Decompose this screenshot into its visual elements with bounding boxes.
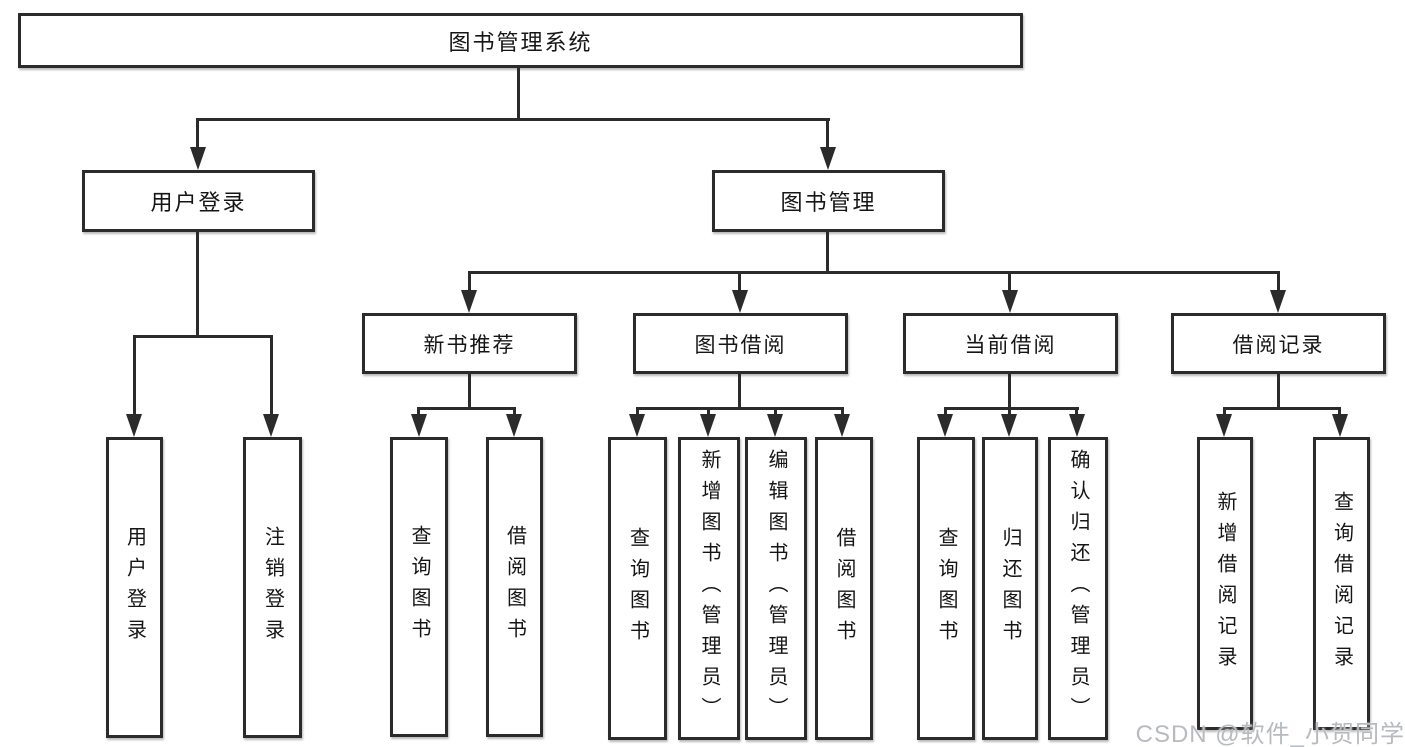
connector-drop-book-borrow bbox=[738, 271, 741, 292]
connector-root-stem bbox=[517, 68, 520, 120]
connector-drop-current-borrow bbox=[1008, 271, 1011, 292]
connector-drop-recommend-query bbox=[417, 407, 420, 416]
connector-drop-new-book-recommend bbox=[468, 271, 471, 292]
node-borrow-edit-books-admin: 编辑图书（管理员） bbox=[745, 437, 807, 740]
node-label: 借阅记录 bbox=[1232, 333, 1325, 357]
arrowhead-current-borrow bbox=[1002, 290, 1018, 313]
connector-drop-current-query bbox=[944, 407, 947, 416]
node-label: 用户登录 bbox=[150, 190, 247, 215]
node-borrow-add-books-admin: 新增图书（管理员） bbox=[678, 437, 740, 740]
node-current-borrow: 当前借阅 bbox=[903, 313, 1118, 374]
node-leaf-logout-login: 注销登录 bbox=[243, 437, 302, 738]
connector-drop-book-management bbox=[826, 118, 829, 148]
node-label: 注销登录 bbox=[261, 525, 284, 650]
arrowhead-records-add bbox=[1216, 414, 1232, 437]
node-label: 编辑图书（管理员） bbox=[765, 449, 787, 728]
node-label: 查询图书 bbox=[935, 526, 957, 651]
arrowhead-current-query bbox=[937, 414, 953, 437]
connector-drop-current-return bbox=[1008, 407, 1011, 416]
node-borrow-records: 借阅记录 bbox=[1171, 313, 1386, 374]
connector-drop-records-add bbox=[1223, 407, 1226, 416]
node-records-add-record: 新增借阅记录 bbox=[1197, 437, 1253, 730]
arrowhead-borrow-borrow bbox=[834, 414, 850, 437]
node-label: 图书借阅 bbox=[694, 333, 787, 357]
connector-drop-borrow-records bbox=[1277, 271, 1280, 292]
connector-records-stem bbox=[1277, 374, 1280, 410]
arrowhead-new-book-recommend bbox=[461, 290, 477, 313]
node-recommend-query-books: 查询图书 bbox=[390, 437, 448, 737]
node-label: 当前借阅 bbox=[964, 333, 1057, 357]
arrowhead-leaf-logout bbox=[263, 414, 279, 437]
node-borrow-borrow-books: 借阅图书 bbox=[815, 437, 873, 740]
connector-drop-leaf-user-login bbox=[133, 335, 136, 417]
node-leaf-user-login: 用户登录 bbox=[106, 437, 163, 738]
node-label: 新增借阅记录 bbox=[1214, 490, 1236, 677]
csdn-watermark: CSDN @软件_小贺同学 bbox=[1135, 721, 1405, 747]
node-label: 新书推荐 bbox=[423, 333, 516, 357]
node-current-query-books: 查询图书 bbox=[917, 437, 975, 740]
connector-drop-borrow-query bbox=[636, 407, 639, 416]
node-records-query-record: 查询借阅记录 bbox=[1313, 437, 1370, 730]
connector-drop-user-login bbox=[196, 118, 199, 148]
connector-current-stem bbox=[1008, 374, 1011, 410]
connector-drop-borrow-add bbox=[707, 407, 710, 416]
arrowhead-borrow-edit bbox=[767, 414, 783, 437]
connector-level2-rail bbox=[196, 118, 830, 121]
node-label: 查询借阅记录 bbox=[1330, 490, 1353, 677]
connector-drop-borrow-borrow bbox=[841, 407, 844, 416]
connector-borrow-stem bbox=[738, 374, 741, 410]
connector-user-login-stem bbox=[196, 232, 199, 338]
arrowhead-book-borrow bbox=[732, 290, 748, 313]
node-label: 查询图书 bbox=[408, 525, 430, 649]
node-borrow-query-books: 查询图书 bbox=[608, 437, 667, 740]
connector-drop-current-confirm bbox=[1075, 407, 1078, 416]
connector-records-rail bbox=[1223, 407, 1341, 410]
node-label: 用户登录 bbox=[123, 525, 146, 650]
node-label: 新增图书（管理员） bbox=[698, 449, 720, 728]
arrowhead-recommend-borrow bbox=[506, 414, 522, 437]
node-book-management: 图书管理 bbox=[712, 170, 945, 232]
arrowhead-book-management bbox=[820, 147, 836, 170]
node-label: 借阅图书 bbox=[503, 525, 526, 649]
connector-borrow-rail bbox=[636, 407, 843, 410]
node-recommend-borrow-books: 借阅图书 bbox=[486, 437, 543, 737]
arrowhead-user-login bbox=[190, 147, 206, 170]
arrowhead-current-return bbox=[1001, 414, 1017, 437]
node-label: 借阅图书 bbox=[833, 526, 855, 651]
arrowhead-borrow-query bbox=[629, 414, 645, 437]
arrowhead-leaf-user-login bbox=[126, 414, 142, 437]
node-new-book-recommend: 新书推荐 bbox=[362, 313, 577, 374]
connector-recommend-stem bbox=[468, 374, 471, 410]
node-current-return-books: 归还图书 bbox=[982, 437, 1038, 740]
node-library-management-system: 图书管理系统 bbox=[18, 13, 1023, 68]
connector-drop-recommend-borrow bbox=[513, 407, 516, 416]
connector-level3-rail bbox=[468, 271, 1280, 274]
node-label: 查询图书 bbox=[626, 526, 649, 651]
node-book-borrow: 图书借阅 bbox=[633, 313, 848, 374]
node-label: 图书管理系统 bbox=[448, 29, 593, 55]
arrowhead-current-confirm bbox=[1069, 414, 1085, 437]
connector-current-rail bbox=[944, 407, 1079, 410]
connector-user-login-rail bbox=[133, 335, 273, 338]
connector-drop-leaf-logout bbox=[270, 335, 273, 417]
node-current-confirm-return-admin: 确认归还（管理员） bbox=[1048, 437, 1108, 740]
arrowhead-borrow-add bbox=[700, 414, 716, 437]
connector-drop-borrow-edit bbox=[774, 407, 777, 416]
node-user-login: 用户登录 bbox=[82, 170, 315, 232]
node-label: 归还图书 bbox=[999, 526, 1021, 651]
arrowhead-borrow-records bbox=[1270, 290, 1286, 313]
arrowhead-recommend-query bbox=[411, 414, 427, 437]
node-label: 确认归还（管理员） bbox=[1067, 449, 1089, 728]
arrowhead-records-query bbox=[1332, 414, 1348, 437]
connector-recommend-rail bbox=[417, 407, 516, 410]
node-label: 图书管理 bbox=[780, 190, 877, 215]
connector-book-management-stem bbox=[826, 232, 829, 274]
connector-drop-records-query bbox=[1338, 407, 1341, 416]
